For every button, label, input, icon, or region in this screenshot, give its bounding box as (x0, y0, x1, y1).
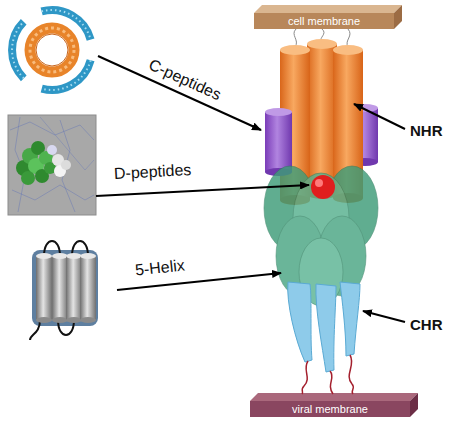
five-helix-image-part (30, 320, 40, 340)
c-peptide-helix-part (265, 108, 292, 116)
chr-tails-part (340, 282, 360, 356)
viral-membrane-slab-part (410, 393, 418, 417)
coiled-coil-top-view-part-part (42, 10, 91, 40)
coiled-coil-top-view (0, 10, 92, 103)
coiled-coil-top-view-part (36, 34, 68, 66)
region-label: NHR (410, 122, 443, 139)
membrane-name: cell membrane (288, 16, 360, 27)
nhr-trimer-part (333, 45, 363, 55)
five-helix-image-part (36, 317, 52, 323)
cell-membrane-slab-part (394, 5, 402, 29)
five-helix-image (30, 241, 98, 340)
inhibitor-label: C-peptides (145, 56, 223, 105)
coiled-coil-top-view-part (42, 10, 91, 40)
coiled-coil-top-view-part-part (0, 22, 48, 79)
five-helix-image-part (52, 253, 68, 259)
coiled-coil-top-view-part (30, 28, 74, 72)
five-helix-image-part (36, 253, 52, 259)
five-helix-image-part (80, 317, 96, 323)
coiled-coil-top-view-part-part (42, 46, 92, 103)
membrane-anchors (302, 355, 353, 394)
chr-tails-part (288, 282, 312, 362)
d-peptide-pocket-image-part (61, 160, 71, 170)
membrane-anchors-part (302, 361, 308, 394)
c-peptide-helix (265, 108, 292, 176)
d-peptide-pocket-image-part (40, 117, 94, 170)
coiled-coil-top-view-part-part (42, 46, 92, 103)
five-helix-image-part (80, 256, 96, 320)
membrane-name: viral membrane (292, 404, 368, 415)
pointer-arrows (96, 56, 405, 322)
five-helix-image-part (80, 253, 96, 259)
nhr-trimer-part (307, 44, 337, 194)
coiled-coil-top-view-part (0, 22, 48, 79)
d-peptide-pocket-image-part (8, 115, 96, 215)
membrane-anchors-part (330, 371, 333, 394)
inhibitor-label: D-peptides (113, 161, 191, 183)
inhibitor-label: 5-Helix (134, 256, 185, 279)
c-peptide-helix-part (265, 112, 292, 172)
d-peptide-pocket-image-part (47, 145, 57, 155)
tether-lines-part (347, 29, 350, 47)
viral-membrane-slab-part (250, 393, 418, 401)
d-peptide-pocket-image-part (60, 120, 75, 212)
chr-tails-part (316, 284, 336, 372)
five-helix-image-part (36, 256, 52, 320)
d-peptide-pocket-image-part (12, 185, 94, 200)
coiled-coil-top-view-part-part (42, 10, 91, 40)
pocket-sphere-part (311, 175, 335, 199)
cell-membrane-slab (254, 5, 402, 29)
five-helix-image-part (52, 317, 68, 323)
chr-tails (288, 282, 360, 372)
cell-membrane-band: cell membrane (254, 13, 394, 29)
membrane-anchors-part (349, 355, 353, 394)
five-helix-image-part (66, 256, 82, 320)
five-helix-image-part (66, 317, 82, 323)
coiled-coil-top-view-part (42, 46, 92, 103)
coiled-coil-top-view-part (30, 28, 74, 72)
viral-membrane-slab (250, 393, 418, 417)
pointer-arrows-part (98, 56, 261, 130)
five-helix-image-part (52, 256, 68, 320)
five-helix-image-part (66, 253, 82, 259)
tether-lines-part (294, 29, 296, 47)
nhr-trimer-part (280, 45, 310, 55)
cell-membrane-slab-part (254, 5, 402, 13)
region-label: CHR (410, 316, 443, 333)
d-peptide-pocket-image (8, 115, 96, 215)
pocket-sphere (311, 175, 335, 199)
pocket-sphere-part (315, 179, 323, 187)
nhr-trimer-part (307, 39, 337, 49)
d-peptide-pocket-image-part (21, 171, 35, 185)
pointer-arrows-part (354, 104, 405, 129)
coiled-coil-top-view-part-part (0, 22, 48, 79)
pointer-arrows-part (363, 311, 405, 322)
five-helix-image-part (32, 250, 98, 326)
pointer-arrows-part (96, 185, 309, 196)
viral-membrane-band: viral membrane (250, 401, 410, 417)
